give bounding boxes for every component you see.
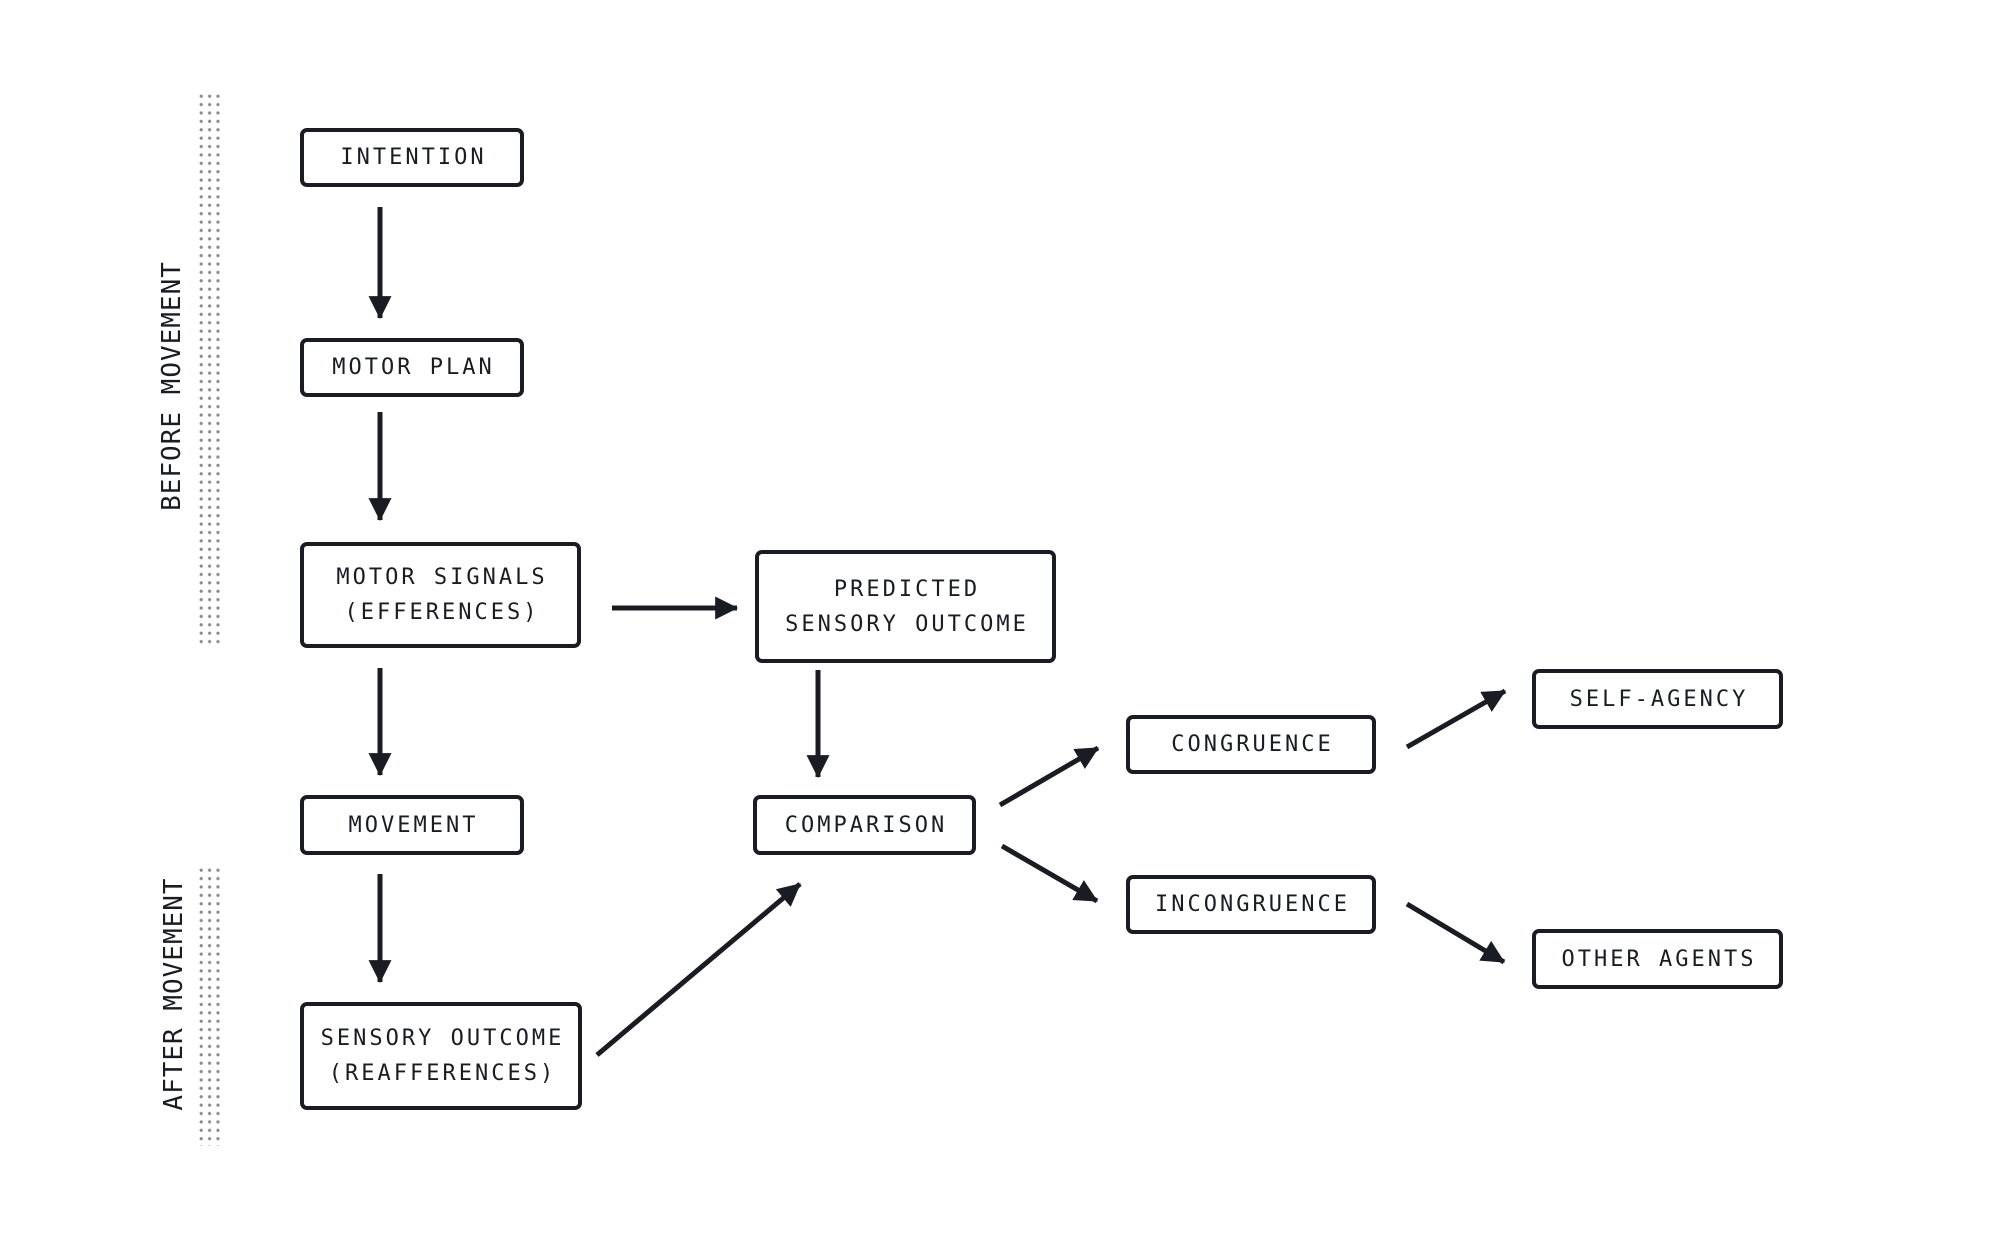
node-predicted-sensory-outcome: PREDICTED SENSORY OUTCOME — [755, 550, 1056, 663]
node-intention: INTENTION — [300, 128, 524, 187]
node-motor-signals-label-line: MOTOR SIGNALS — [336, 565, 548, 590]
node-sensory-outcome: SENSORY OUTCOME (REAFFERENCES) — [300, 1002, 582, 1110]
node-incongruence: INCONGRUENCE — [1126, 875, 1376, 934]
dotted-strip-after — [197, 866, 223, 1146]
node-motor-plan-label-line: MOTOR PLAN — [332, 355, 495, 380]
node-other-agents: OTHER AGENTS — [1532, 929, 1783, 989]
edge-comparison-to-incongruence — [1000, 843, 1099, 904]
node-incongruence-label-line: INCONGRUENCE — [1155, 892, 1350, 917]
node-movement: MOVEMENT — [300, 795, 524, 855]
node-comparison: COMPARISON — [753, 795, 976, 855]
edge-incongruence-to-other-agents — [1405, 901, 1506, 965]
edge-congruence-to-self-agency — [1405, 688, 1507, 750]
edge-comparison-to-congruence — [998, 745, 1100, 808]
edge-sensory-outcome-to-comparison — [595, 882, 802, 1057]
node-congruence-label-line: CONGRUENCE — [1171, 732, 1334, 757]
node-comparison-label-line: COMPARISON — [784, 812, 948, 838]
node-sensory-outcome-label-line: (REAFFERENCES) — [328, 1061, 557, 1086]
node-predicted-sensory-outcome-label-line: PREDICTED — [833, 576, 981, 602]
node-sensory-outcome-label-line: SENSORY OUTCOME — [320, 1026, 565, 1051]
node-motor-signals-label-line: (EFFERENCES) — [344, 600, 540, 625]
node-self-agency-label-line: SELF-AGENCY — [1569, 686, 1749, 712]
node-congruence: CONGRUENCE — [1126, 715, 1376, 774]
section-label-after-movement: AFTER MOVEMENT — [159, 877, 189, 1111]
node-other-agents-label-line: OTHER AGENTS — [1561, 946, 1757, 972]
node-predicted-sensory-outcome-label-line: SENSORY OUTCOME — [785, 611, 1029, 637]
node-intention-label-line: INTENTION — [340, 145, 487, 170]
dotted-strip-before — [197, 92, 223, 648]
node-motor-plan: MOTOR PLAN — [300, 338, 524, 397]
section-label-before-movement: BEFORE MOVEMENT — [157, 261, 187, 511]
node-motor-signals: MOTOR SIGNALS (EFFERENCES) — [300, 542, 581, 648]
node-movement-label-line: MOVEMENT — [348, 812, 479, 838]
node-self-agency: SELF-AGENCY — [1532, 669, 1783, 729]
